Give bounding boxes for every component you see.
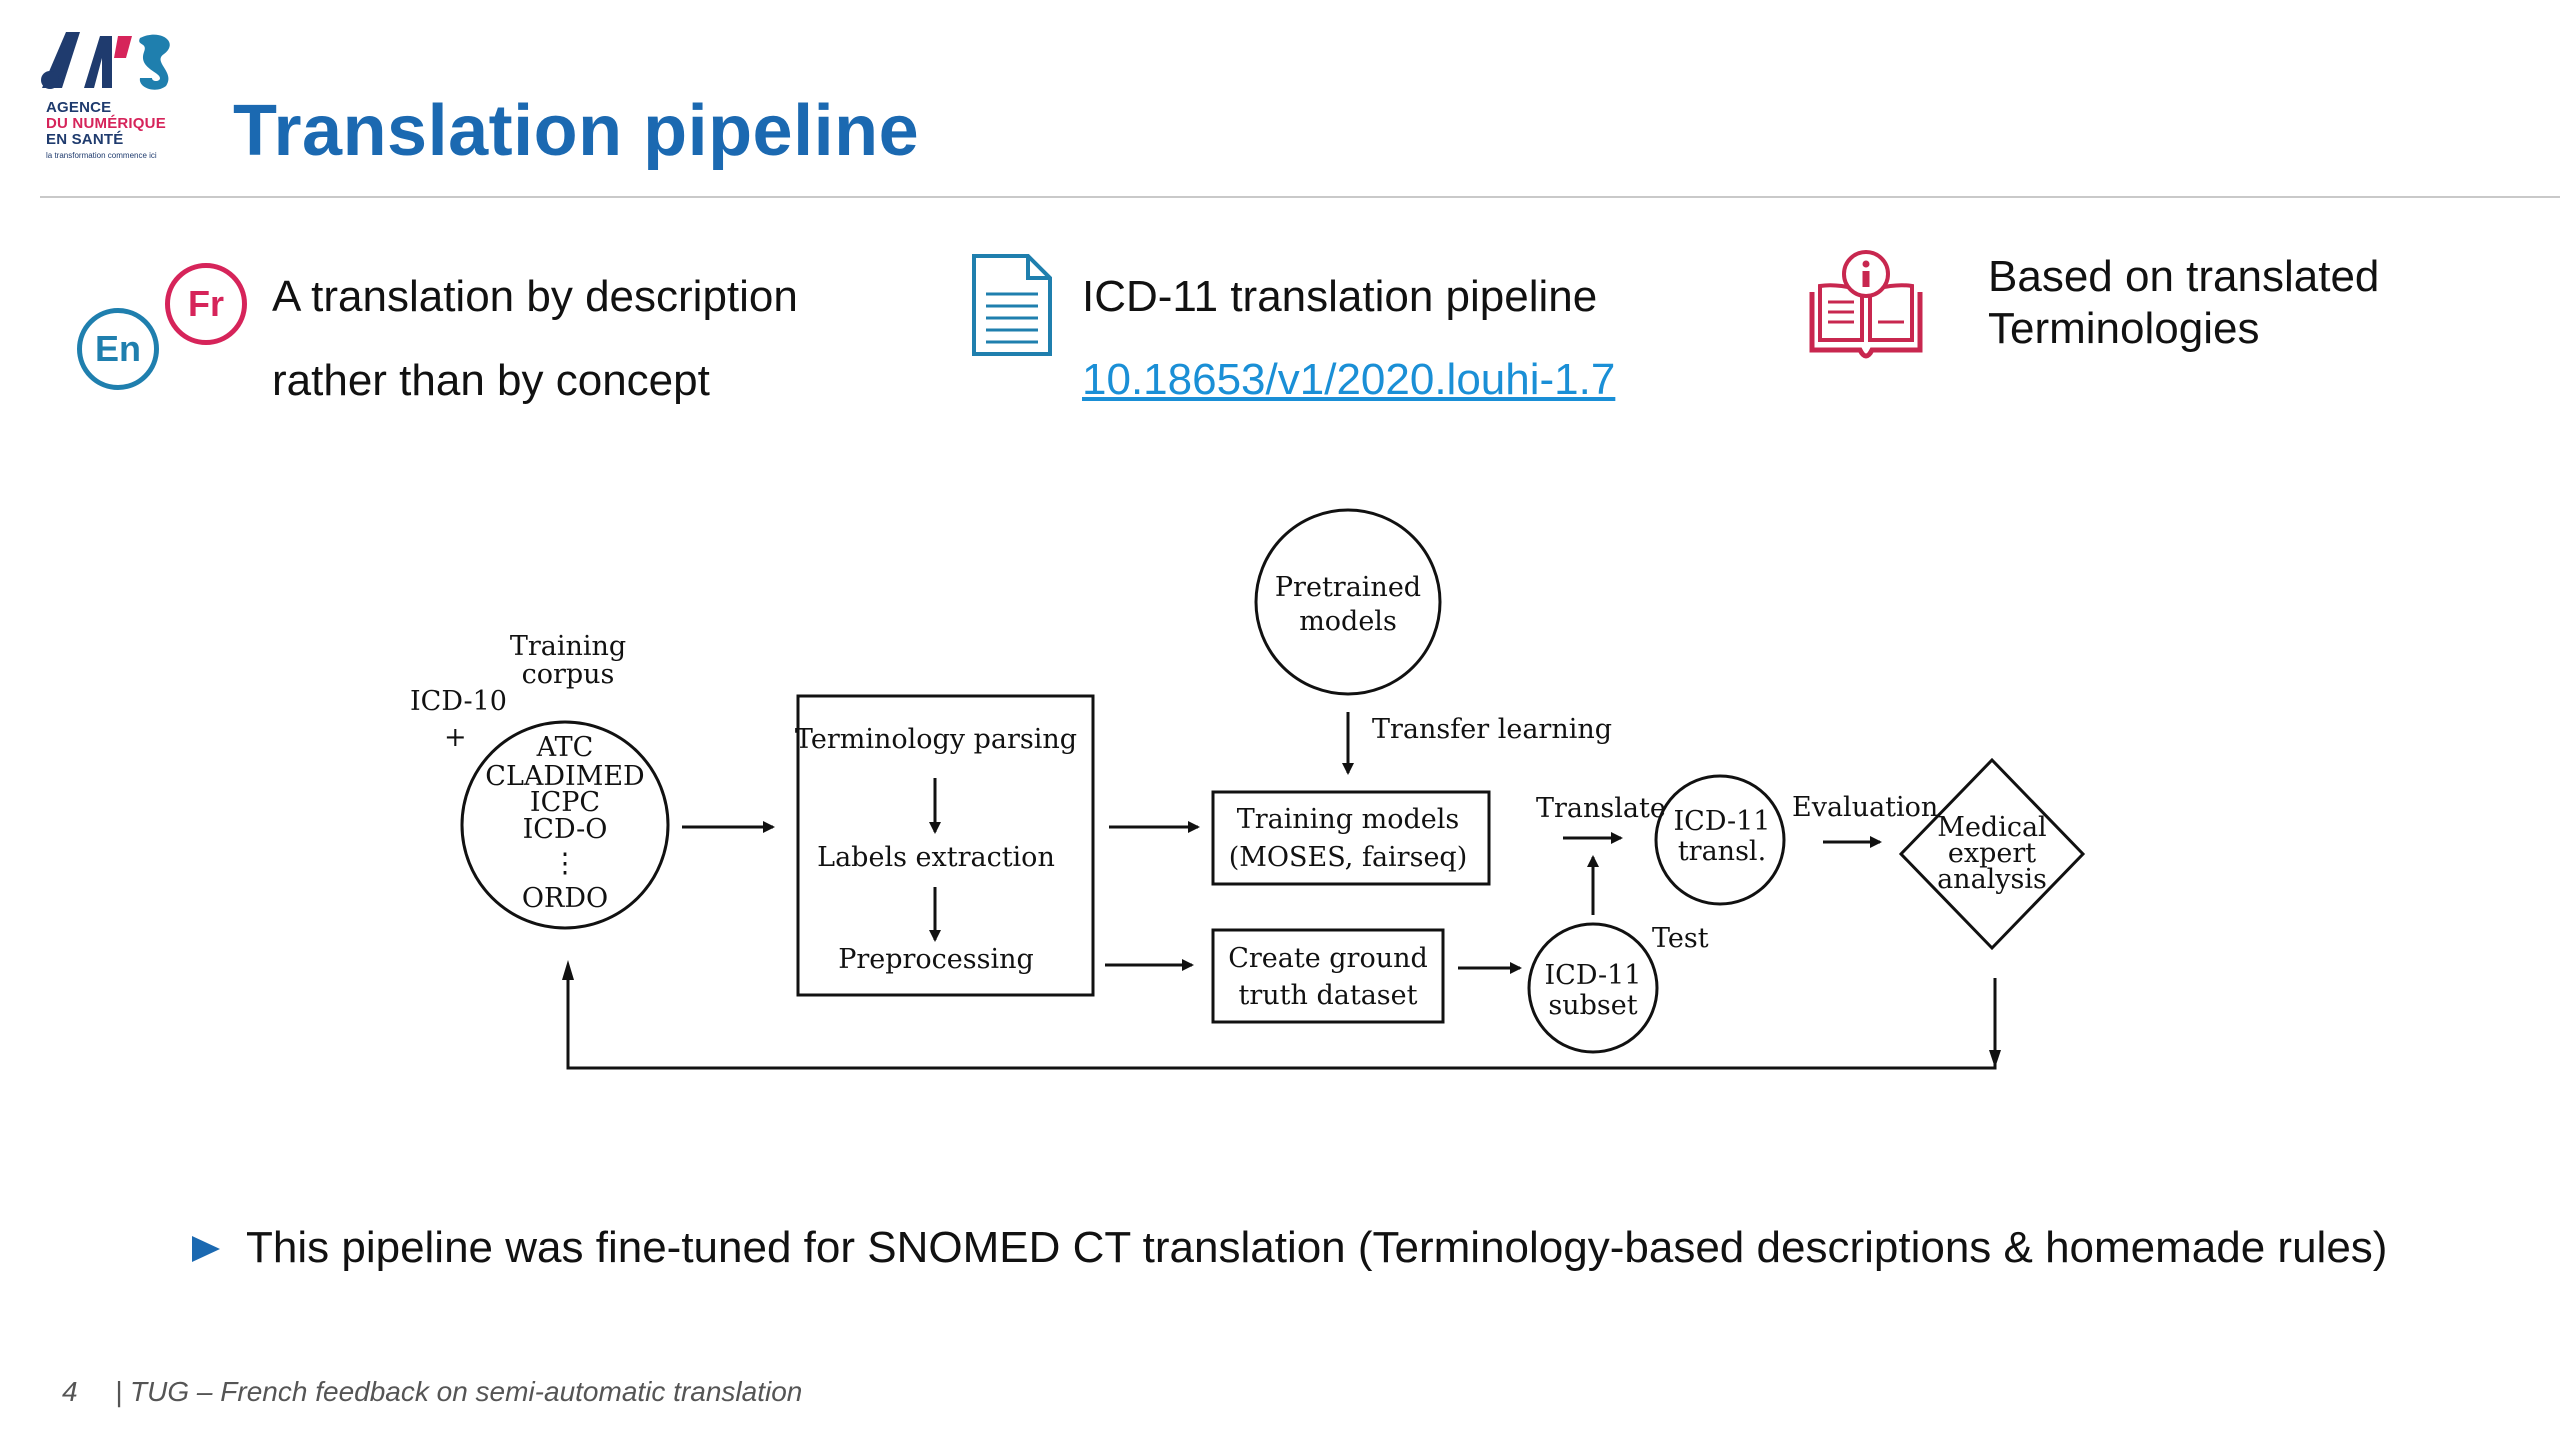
logo-tagline: la transformation commence ici — [46, 151, 157, 160]
training-corpus-label-1: Training — [510, 631, 626, 662]
info-book-icon — [1806, 246, 1926, 367]
medical-expert-diamond — [1898, 757, 2086, 951]
ground-truth-label-2: truth dataset — [1239, 980, 1418, 1011]
medical-label: Medical — [1937, 812, 2046, 843]
training-models-label-2: (MOSES, fairseq) — [1229, 842, 1468, 873]
ground-truth-label-1: Create ground — [1228, 943, 1428, 974]
corpus-item-ordo: ORDO — [522, 883, 608, 914]
document-icon — [970, 252, 1054, 363]
corpus-item-cladimed: CLADIMED — [485, 761, 644, 792]
ground-truth-box — [1211, 928, 1445, 1024]
icd11-transl-label-1: ICD-11 — [1674, 806, 1771, 837]
training-corpus-circle — [460, 720, 670, 930]
logo-line-3: EN SANTÉ — [46, 131, 124, 148]
terminologies-line-1: Based on translated — [1988, 252, 2380, 301]
analysis-label: analysis — [1937, 864, 2047, 895]
pretrained-models-circle — [1254, 508, 1442, 696]
logo-mark — [41, 32, 170, 90]
corpus-item-icpc: ICPC — [530, 787, 600, 818]
fr-badge: Fr — [165, 263, 247, 345]
transfer-learning-label: Transfer learning — [1372, 714, 1612, 745]
training-corpus-label-2: corpus — [522, 659, 615, 690]
evaluation-label: Evaluation — [1792, 792, 1938, 823]
training-models-box — [1211, 790, 1491, 886]
page-title: Translation pipeline — [233, 91, 920, 171]
preprocessing-label: Preprocessing — [838, 944, 1034, 975]
terminology-parsing-label: Terminology parsing — [795, 724, 1077, 755]
test-label: Test — [1652, 923, 1709, 954]
footer-text: | TUG – French feedback on semi-automati… — [115, 1376, 803, 1407]
plus-label: + — [444, 722, 467, 753]
pretrained-label-2: models — [1299, 606, 1397, 637]
training-models-label-1: Training models — [1237, 804, 1460, 835]
page-number: 4 — [62, 1376, 78, 1407]
icd11-pipeline-label: ICD-11 translation pipeline — [1082, 272, 1598, 321]
description-line-2: rather than by concept — [272, 356, 710, 405]
logo-line-2: DU NUMÉRIQUE — [46, 115, 166, 132]
en-badge: En — [77, 308, 159, 390]
corpus-item-atc: ATC — [536, 732, 594, 763]
preprocessing-box — [796, 694, 1095, 997]
bullet-text: This pipeline was fine-tuned for SNOMED … — [246, 1223, 2388, 1272]
doi-link[interactable]: 10.18653/v1/2020.louhi-1.7 — [1082, 355, 1616, 404]
bullet-triangle-icon — [192, 1236, 220, 1262]
pipeline-diagram: Training corpus ICD-10 + ATC CLADIMED IC… — [410, 508, 2086, 1070]
corpus-item-dots: ⋮ — [552, 848, 579, 879]
icd11-transl-label-2: transl. — [1678, 836, 1766, 867]
terminologies-line-2: Terminologies — [1988, 304, 2260, 353]
icd11-subset-label-2: subset — [1548, 990, 1637, 1021]
description-line-1: A translation by description — [272, 272, 798, 321]
expert-label: expert — [1948, 838, 2036, 869]
logo-line-1: AGENCE — [46, 99, 112, 116]
icd11-transl-circle — [1654, 774, 1786, 906]
title-divider — [40, 196, 2560, 198]
pretrained-label-1: Pretrained — [1275, 572, 1421, 603]
translate-label: Translate — [1536, 793, 1666, 824]
icd11-subset-label-1: ICD-11 — [1545, 960, 1642, 991]
ans-logo: AGENCE DU NUMÉRIQUE EN SANTÉ la transfor… — [40, 28, 220, 168]
labels-extraction-label: Labels extraction — [817, 842, 1055, 873]
icd10-label: ICD-10 — [410, 686, 507, 717]
corpus-item-icdo: ICD-O — [523, 814, 608, 845]
icd11-subset-circle — [1527, 922, 1659, 1054]
